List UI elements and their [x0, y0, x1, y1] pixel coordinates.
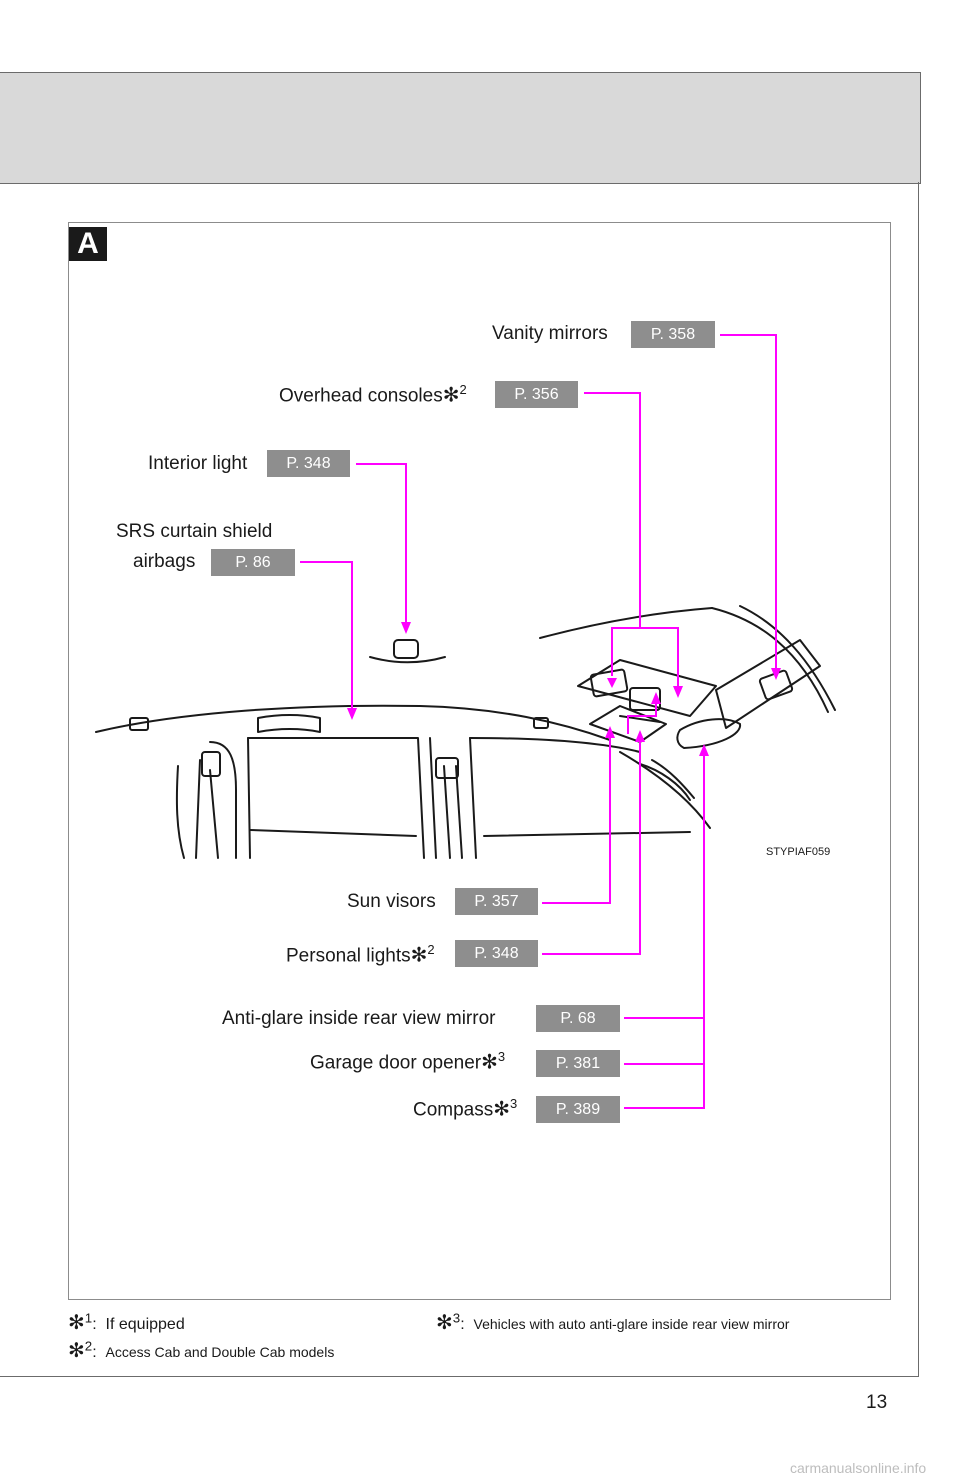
srs-airbags-label-2: airbags [133, 551, 196, 572]
sun-visors-label: Sun visors [347, 891, 436, 912]
overhead-consoles-label: Overhead consoles [279, 385, 443, 407]
footnote-3: ✻3: Vehicles with auto anti-glare inside… [436, 1310, 790, 1334]
ref-anti-glare-mirror[interactable]: P. 68 [536, 1005, 620, 1032]
watermark: carmanualsonline.info [790, 1460, 927, 1476]
footnote-2-text: Access Cab and Double Cab models [105, 1344, 335, 1360]
footnote-1: ✻1: If equipped [68, 1310, 185, 1334]
leader-sun-visors [542, 730, 611, 904]
footnote-ref: 2 [459, 382, 467, 397]
personal-lights-label: Personal lights [286, 945, 411, 967]
leader-anti-glare-mirror [624, 748, 705, 1019]
leader-overhead-consoles [584, 392, 641, 628]
vanity-mirrors-label: Vanity mirrors [492, 323, 608, 344]
leader-personal-lights [542, 734, 641, 955]
callout-overhead-consoles: Overhead consoles✻2 [279, 382, 467, 407]
asterisk-icon: ✻ [481, 1051, 498, 1074]
header-band [0, 72, 921, 184]
leader-vanity-mirrors [720, 334, 777, 676]
ref-vanity-mirrors[interactable]: P. 358 [631, 321, 715, 348]
footnote-1-num: 1 [84, 1310, 93, 1326]
srs-airbags-label-1: SRS curtain shield [116, 521, 273, 542]
leader-interior-light [356, 463, 407, 630]
ref-compass[interactable]: P. 389 [536, 1096, 620, 1123]
footnote-ref: 3 [497, 1049, 506, 1064]
ref-interior-light[interactable]: P. 348 [267, 450, 350, 477]
interior-light-label: Interior light [148, 453, 248, 474]
ref-overhead-consoles[interactable]: P. 356 [495, 381, 578, 408]
ref-srs-airbags[interactable]: P. 86 [211, 549, 295, 576]
callout-srs-airbags-line2: airbags [133, 551, 195, 573]
footnote-ref: 3 [510, 1096, 518, 1111]
ref-sun-visors[interactable]: P. 357 [455, 888, 538, 915]
asterisk-icon: ✻ [442, 384, 460, 407]
callout-garage-door-opener: Garage door opener✻3 [310, 1049, 505, 1074]
footnote-1-text: If equipped [105, 1316, 185, 1333]
footnote-2: ✻2: Access Cab and Double Cab models [68, 1338, 335, 1362]
asterisk-icon: ✻ [436, 1312, 453, 1334]
callout-sun-visors: Sun visors [347, 891, 436, 913]
asterisk-icon: ✻ [68, 1312, 85, 1334]
asterisk-icon: ✻ [493, 1098, 511, 1121]
page-number: 13 [866, 1392, 888, 1413]
headliner-edge [95, 704, 611, 741]
callout-srs-airbags-line1: SRS curtain shield [116, 521, 272, 543]
callout-personal-lights: Personal lights✻2 [286, 942, 435, 967]
page-frame [0, 182, 919, 1377]
anti-glare-mirror-label: Anti-glare inside rear view mirror [222, 1008, 496, 1029]
footnote-ref: 2 [427, 942, 435, 957]
ref-garage-door-opener[interactable]: P. 381 [536, 1050, 620, 1077]
callout-compass: Compass✻3 [413, 1096, 517, 1121]
figure-frame [68, 222, 891, 1300]
figure-code: STYPIAF059 [766, 846, 831, 858]
asterisk-icon: ✻ [68, 1340, 85, 1362]
ref-personal-lights[interactable]: P. 348 [455, 940, 538, 967]
garage-door-opener-label: Garage door opener [310, 1052, 482, 1074]
section-badge: A [69, 227, 107, 261]
footnote-2-num: 2 [84, 1338, 93, 1354]
callout-vanity-mirrors: Vanity mirrors [492, 323, 608, 345]
callout-interior-light: Interior light [148, 453, 247, 475]
footnote-3-num: 3 [452, 1310, 461, 1326]
callout-anti-glare-mirror: Anti-glare inside rear view mirror [222, 1008, 495, 1030]
leader-srs-airbags [300, 561, 353, 716]
compass-label: Compass [413, 1099, 494, 1121]
leader-compass [624, 1018, 705, 1109]
asterisk-icon: ✻ [410, 944, 428, 967]
footnote-3-text: Vehicles with auto anti-glare inside rea… [473, 1316, 790, 1332]
